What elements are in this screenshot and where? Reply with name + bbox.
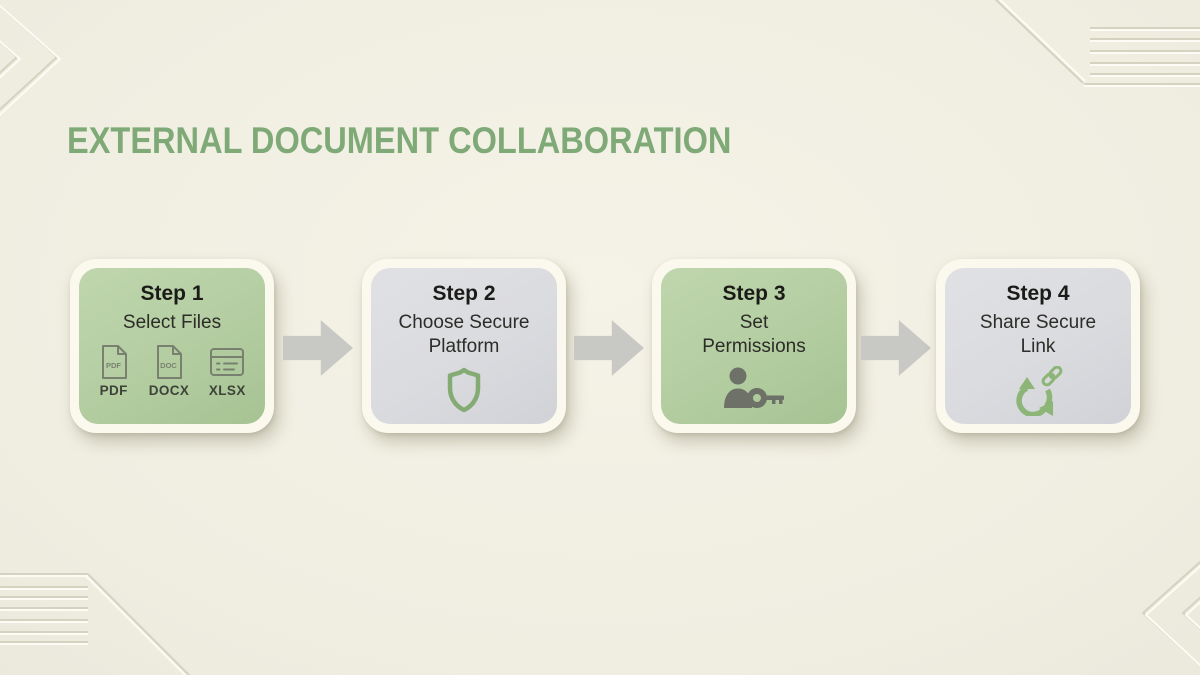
step-card-3-body: Step 3 Set Permissions (661, 268, 847, 424)
file-type-label: PDF (99, 382, 128, 398)
step-label: Step 1 (140, 282, 204, 305)
pdf-icon-badge: PDF (106, 361, 121, 370)
slide-title: EXTERNAL DOCUMENT COLLABORATION (67, 120, 732, 161)
step-description-line: Link (1020, 335, 1056, 357)
refresh-link-icon (1016, 365, 1063, 416)
file-format-pdf: PDF PDF (98, 344, 130, 398)
corner-decoration-bottom-right (1141, 560, 1200, 667)
step-label: Step 2 (432, 282, 496, 305)
step-description-line: Platform (428, 335, 500, 357)
pdf-file-icon: PDF (101, 344, 127, 379)
corner-decoration-top-right (994, 0, 1200, 87)
step-description-line: Select Files (122, 312, 222, 333)
step-card-1-body: Step 1 Select Files PDF PDF (79, 268, 265, 424)
docx-icon-badge: DOC (160, 361, 177, 370)
step-card-3: Step 3 Set Permissions (652, 259, 856, 433)
step-description-line: Share Secure (979, 312, 1097, 333)
file-format-xlsx: XLSX (208, 344, 246, 398)
corner-decoration-top-left (0, 4, 62, 117)
flow-arrow-2 (574, 320, 644, 376)
file-type-label: DOCX (148, 382, 190, 398)
step-card-2: Step 2 Choose Secure Platform (362, 259, 566, 433)
step-description-line: Set (739, 312, 769, 333)
file-format-docx: DOC DOCX (149, 344, 190, 398)
shield-icon (447, 367, 481, 413)
step-description-line: Permissions (702, 335, 806, 357)
xlsx-file-icon (210, 347, 245, 376)
step-label: Step 4 (1006, 282, 1070, 305)
step-label: Step 3 (722, 282, 786, 305)
step-card-2-body: Step 2 Choose Secure Platform (371, 268, 557, 424)
flow-arrow-1 (283, 320, 353, 376)
corner-decoration-bottom-left (0, 573, 191, 675)
flow-arrow-3 (861, 320, 931, 376)
step-card-4: Step 4 Share Secure Link (936, 259, 1140, 433)
step-card-4-body: Step 4 Share Secure Link (945, 268, 1131, 424)
docx-file-icon: DOC (156, 344, 182, 379)
step-card-1: Step 1 Select Files PDF PDF (70, 259, 274, 433)
file-format-icons-row: PDF PDF DOC DOCX (98, 344, 247, 398)
step-description-line: Choose Secure (398, 312, 530, 333)
user-key-icon (724, 367, 784, 408)
file-type-label: XLSX (208, 382, 246, 398)
